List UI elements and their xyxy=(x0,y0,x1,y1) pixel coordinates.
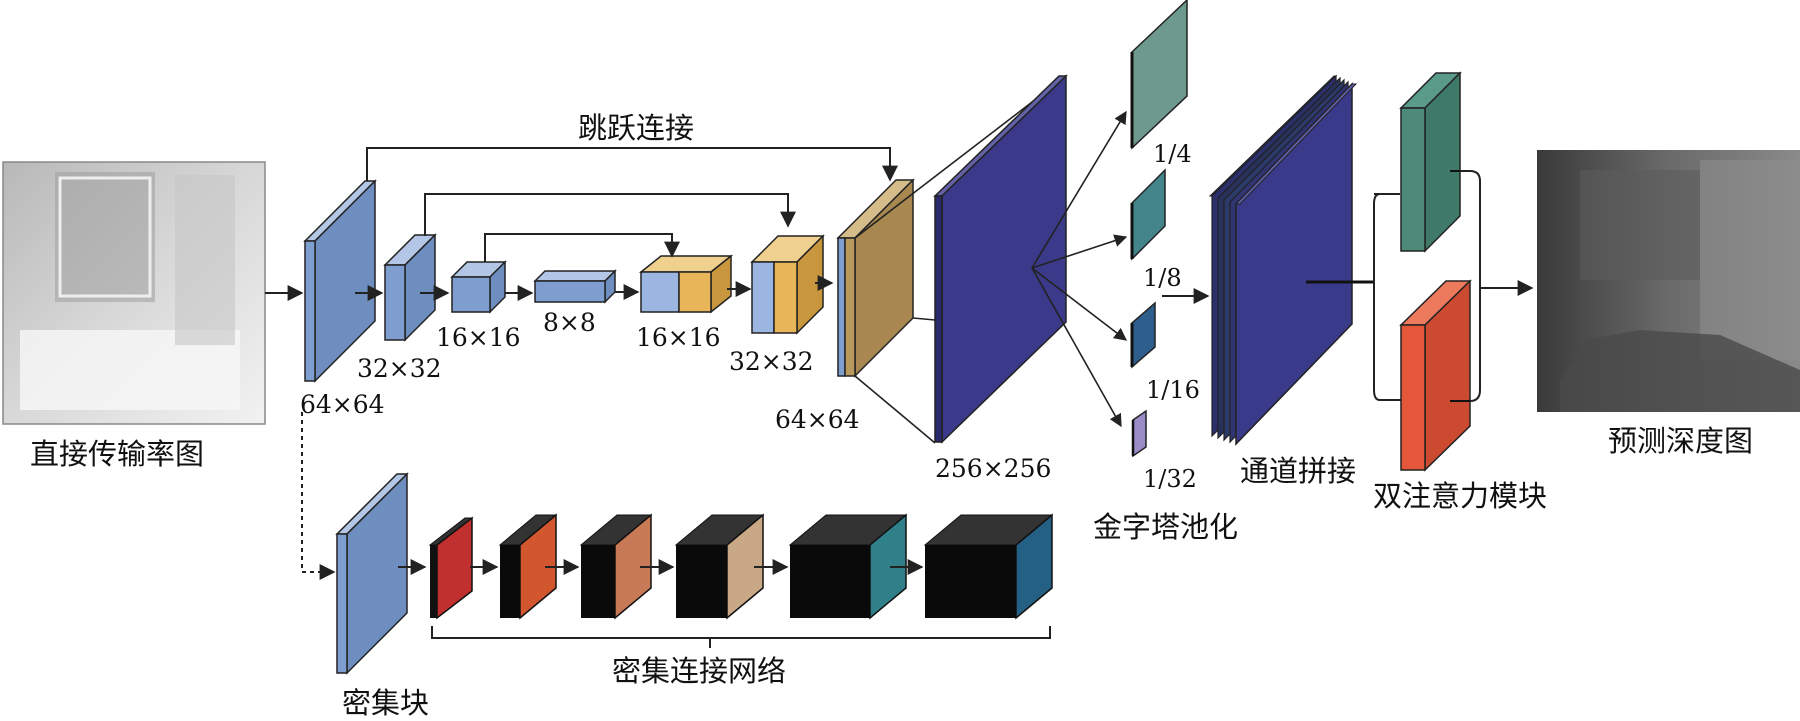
size-label-64a: 64×64 xyxy=(300,390,385,419)
pool-map-1-32 xyxy=(1131,409,1147,458)
decoder-block-64 xyxy=(836,178,915,378)
pyramid-pooling-label: 金字塔池化 xyxy=(1093,510,1238,544)
projection-line-bottom xyxy=(854,375,936,444)
transmission-map-label: 直接传输率图 xyxy=(30,437,204,471)
dense-branch-arrow xyxy=(301,412,336,580)
ratio-label-1-8: 1/8 xyxy=(1143,264,1182,292)
size-label-8: 8×8 xyxy=(543,308,596,337)
encoder-block-16 xyxy=(450,260,507,314)
attention-bracket-left xyxy=(1373,193,1402,401)
ratio-label-1-4: 1/4 xyxy=(1153,140,1192,168)
dense-network-brace xyxy=(431,626,1051,639)
size-label-32a: 32×32 xyxy=(357,354,442,383)
pool-arrow-1-4 xyxy=(1031,110,1127,269)
skip-connection-label: 跳跃连接 xyxy=(578,111,694,145)
dense-network-label: 密集连接网络 xyxy=(612,654,786,688)
size-label-16a: 16×16 xyxy=(436,323,521,352)
skip-connection-middle xyxy=(424,193,796,236)
size-label-256: 256×256 xyxy=(935,454,1051,483)
dense-layer-5 xyxy=(788,513,908,620)
dense-layer-2 xyxy=(498,513,558,620)
attention-module-green xyxy=(1399,71,1470,253)
decoder-block-32 xyxy=(750,234,825,335)
dense-layer-1 xyxy=(428,516,474,620)
pool-map-1-16 xyxy=(1130,301,1156,369)
projection-line-mid xyxy=(912,317,936,321)
dual-attention-label: 双注意力模块 xyxy=(1373,479,1547,513)
size-label-32b: 32×32 xyxy=(729,347,814,376)
attention-module-red xyxy=(1399,279,1472,472)
dense-layer-6 xyxy=(923,513,1054,620)
pool-map-1-8 xyxy=(1130,168,1166,261)
dense-layer-3 xyxy=(579,513,653,620)
feature-map-256 xyxy=(933,74,1068,444)
channel-concat-label: 通道拼接 xyxy=(1240,454,1356,488)
dense-block-label: 密集块 xyxy=(342,686,429,720)
size-label-64b: 64×64 xyxy=(775,405,860,434)
pool-arrow-1-16 xyxy=(1031,267,1128,341)
size-label-16b: 16×16 xyxy=(636,323,721,352)
ratio-label-1-16: 1/16 xyxy=(1146,376,1200,404)
attention-bracket-right xyxy=(1460,170,1481,402)
encoder-block-32 xyxy=(383,233,437,342)
encoder-block-64 xyxy=(303,179,377,383)
dense-layer-4 xyxy=(674,513,765,620)
predicted-depth-label: 预测深度图 xyxy=(1608,424,1753,458)
pool-map-1-4 xyxy=(1130,0,1188,150)
decoder-block-16 xyxy=(638,254,734,314)
ratio-label-1-32: 1/32 xyxy=(1143,465,1197,493)
skip-connection-inner xyxy=(484,233,680,262)
pool-arrow-1-32 xyxy=(1031,267,1122,428)
channel-concat-stack xyxy=(1208,74,1374,446)
pool-arrow-1-8 xyxy=(1031,234,1128,269)
transmission-map-image xyxy=(2,161,266,425)
bottleneck-block-8 xyxy=(533,269,617,304)
skip-connection-outer xyxy=(366,147,898,182)
predicted-depth-image xyxy=(1537,150,1800,412)
dense-block-input xyxy=(335,472,409,675)
